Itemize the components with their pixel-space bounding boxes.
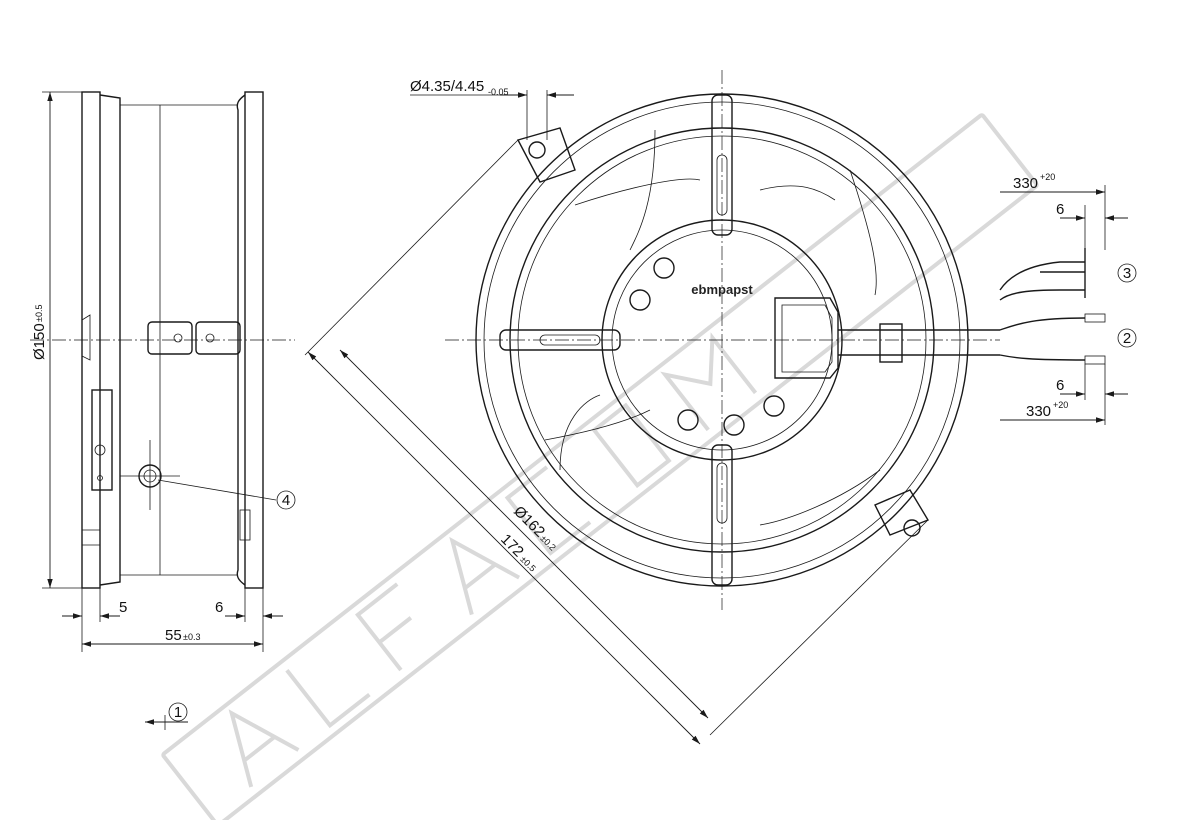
dim-lead-bottom-main: 330: [1026, 403, 1051, 420]
dim-lead-top-tol: +20: [1040, 172, 1055, 182]
callout-1-label: 1: [174, 704, 182, 721]
dim-overall-dia-main: Ø150: [31, 323, 48, 360]
brand-logo: ebmpapst: [691, 282, 753, 297]
dim-depth-main: 55: [165, 627, 182, 644]
dim-square-tol: ±0.5: [518, 554, 537, 573]
callout-4: 4: [157, 479, 296, 510]
callout-2-label: 2: [1123, 330, 1131, 347]
dim-strip-top: 6: [1056, 201, 1064, 218]
callout-1: 1: [168, 702, 188, 722]
dim-strip-bottom: 6: [1056, 377, 1064, 394]
dim-hole-dia-main: Ø4.35/4.45: [410, 78, 484, 95]
dim-depth-tol: ±0.3: [183, 632, 200, 642]
dim-lead-top: 330 +20: [1013, 172, 1055, 192]
watermark: [161, 113, 1039, 820]
dim-overall-dia-tol: ±0.5: [34, 305, 44, 322]
dim-lead-bottom: 330 +20: [1026, 400, 1068, 420]
dim-hole-dia-tol: -0.05: [488, 87, 509, 97]
callout-3: 3: [1117, 263, 1137, 283]
callout-3-label: 3: [1123, 265, 1131, 282]
dim-hole-dia: Ø4.35/4.45 -0.05: [410, 78, 509, 97]
callout-2: 2: [1117, 328, 1137, 348]
dim-flange-right: 6: [215, 599, 223, 616]
dim-lead-top-main: 330: [1013, 175, 1038, 192]
dim-flange-left: 5: [119, 599, 127, 616]
front-view: [304, 70, 1128, 745]
dim-overall-dia: Ø150 ±0.5: [31, 305, 48, 360]
dim-lead-bottom-tol: +20: [1053, 400, 1068, 410]
side-view: [30, 91, 295, 730]
dim-depth: 55 ±0.3: [165, 627, 200, 644]
callout-4-label: 4: [282, 492, 290, 509]
